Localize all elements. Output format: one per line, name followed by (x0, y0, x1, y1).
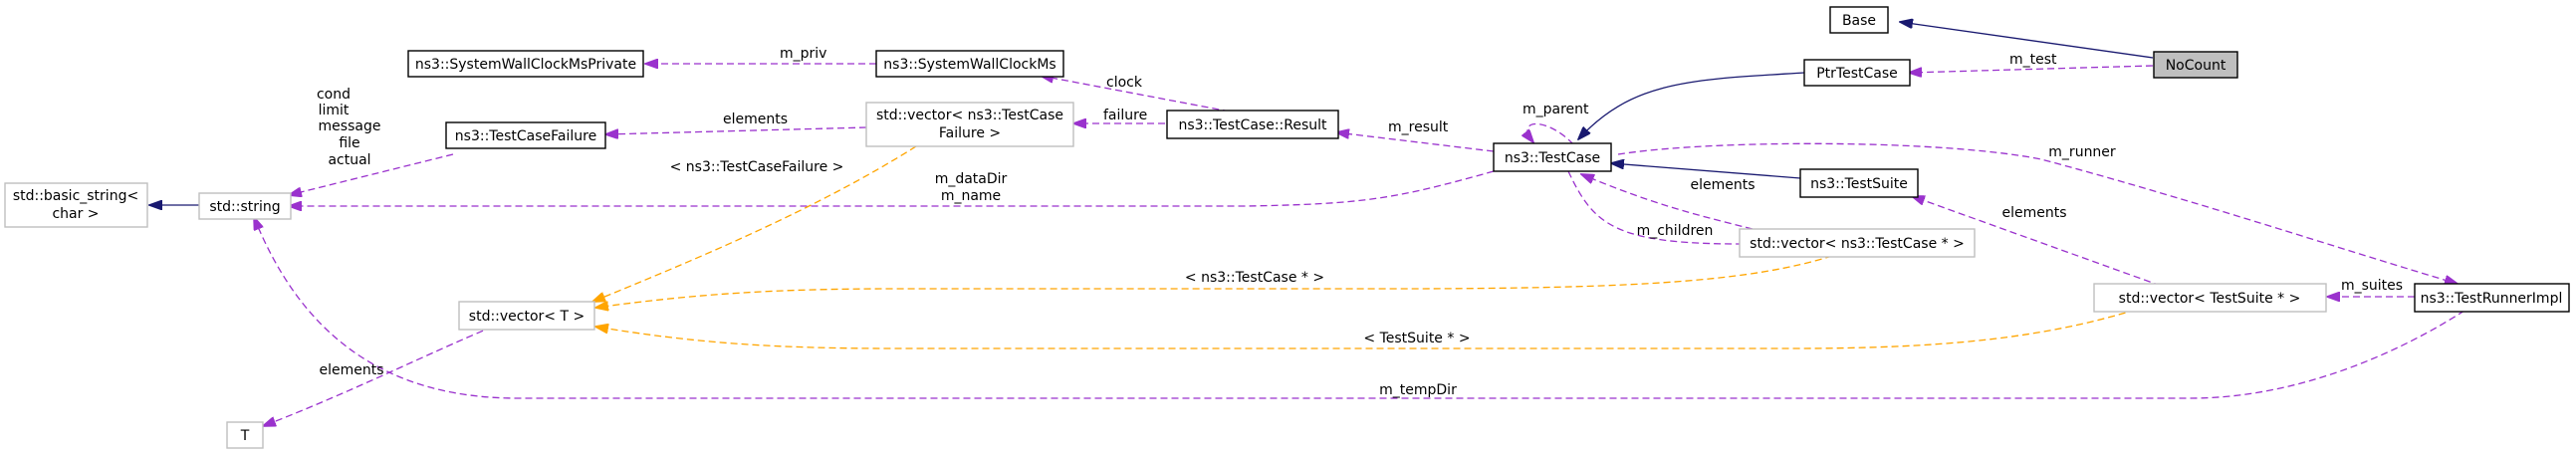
edge-string-members (289, 153, 454, 195)
edge-ptrtestcase-testcase (1578, 72, 1805, 139)
label-failure: failure (1103, 108, 1147, 123)
node-label-line2: char > (52, 206, 99, 222)
edge-nocount-base (1900, 22, 2154, 59)
node-testsuite[interactable]: ns3::TestSuite (1799, 168, 1919, 198)
node-stdstring[interactable]: std::string (198, 192, 292, 220)
label-string-member-cond: cond (317, 87, 351, 103)
node-testrunnerimpl[interactable]: ns3::TestRunnerImpl (2414, 283, 2570, 313)
label-string-member-actual: actual (328, 152, 370, 168)
label-m_result: m_result (1388, 119, 1449, 135)
label-m_test: m_test (2009, 52, 2057, 68)
node-t[interactable]: T (226, 421, 264, 449)
label-string-member-file: file (339, 135, 359, 151)
edge-datadir-name (289, 170, 1495, 206)
label-string-member-message: message (319, 118, 381, 134)
node-label: T (240, 428, 250, 444)
node-label: PtrTestCase (1816, 66, 1898, 82)
label-elements-suites: elements (2001, 205, 2066, 221)
edge-testsuite-testcase (1611, 163, 1801, 179)
label-clock: clock (1106, 75, 1143, 91)
node-systemwallclockmsprivate[interactable]: ns3::SystemWallClockMsPrivate (407, 50, 644, 78)
label-m_priv: m_priv (780, 46, 826, 62)
node-nocount[interactable]: NoCount (2153, 51, 2238, 79)
node-label: ns3::SystemWallClockMs (883, 57, 1055, 73)
node-label: std::string (209, 199, 280, 215)
edge-elements-suites (1912, 196, 2162, 287)
node-label: ns3::TestCaseFailure (455, 128, 596, 144)
node-label: ns3::SystemWallClockMsPrivate (415, 57, 636, 73)
label-elements-t: elements (319, 362, 383, 378)
label-tpl-testsuiteptr: < TestSuite * > (1363, 331, 1470, 346)
node-label-line2: Failure > (939, 125, 1001, 141)
edge-m_parent (1527, 122, 1574, 145)
node-label: Base (1842, 13, 1876, 29)
node-label: NoCount (2166, 58, 2226, 74)
label-elements-children: elements (1690, 177, 1755, 193)
edge-tpl-testsuiteptr (595, 309, 2137, 349)
node-systemwallclockms[interactable]: ns3::SystemWallClockMs (875, 50, 1064, 78)
label-m_name: m_name (941, 188, 1001, 204)
edge-tpl-testcaseptr (595, 255, 1833, 308)
node-ptrtestcase[interactable]: PtrTestCase (1803, 59, 1911, 87)
label-m_tempdir: m_tempDir (1379, 382, 1457, 398)
label-m_children: m_children (1637, 223, 1714, 239)
edge-m_children (1567, 170, 1741, 245)
node-label: std::vector< T > (469, 309, 585, 325)
node-testcasefailure[interactable]: ns3::TestCaseFailure (445, 121, 606, 149)
edge-children-elements (1581, 174, 1754, 230)
node-vector-testcasefailure[interactable]: std::vector< ns3::TestCase Failure > (865, 102, 1074, 147)
label-m_datadir: m_dataDir (935, 171, 1008, 187)
edge-m_result (1336, 132, 1495, 152)
node-label: ns3::TestCase (1505, 150, 1600, 166)
node-testcase[interactable]: ns3::TestCase (1493, 142, 1612, 172)
node-label: std::vector< TestSuite * > (2119, 291, 2301, 307)
node-vector-testsuiteptr[interactable]: std::vector< TestSuite * > (2093, 283, 2327, 313)
node-label: ns3::TestRunnerImpl (2421, 291, 2563, 307)
label-m_runner: m_runner (2048, 144, 2116, 160)
label-m_parent: m_parent (1522, 102, 1589, 117)
node-basicstring[interactable]: std::basic_string< char > (4, 182, 148, 228)
edge-m_test (1909, 65, 2154, 73)
label-string-member-limit: limit (319, 103, 350, 118)
edge-elements-failure (605, 126, 867, 134)
node-label-line1: std::basic_string< (13, 188, 138, 204)
node-testcase-result[interactable]: ns3::TestCase::Result (1166, 110, 1339, 139)
node-label-line1: std::vector< ns3::TestCase (876, 108, 1063, 123)
edge-m_tempdir (254, 217, 2465, 399)
node-label: ns3::TestSuite (1810, 176, 1908, 192)
node-label: std::vector< ns3::TestCase * > (1750, 236, 1965, 252)
node-base[interactable]: Base (1829, 6, 1889, 34)
node-vector-t[interactable]: std::vector< T > (458, 301, 595, 331)
label-tpl-testcaseptr: < ns3::TestCase * > (1185, 270, 1324, 286)
edge-tpl-testcasefailure (592, 145, 917, 302)
edge-m_runner (1617, 142, 2458, 284)
edge-elements-t (263, 326, 494, 426)
node-label: ns3::TestCase::Result (1178, 117, 1327, 133)
label-elements-failure: elements (723, 112, 788, 127)
label-tpl-testcasefailure: < ns3::TestCaseFailure > (670, 159, 844, 175)
node-vector-testcaseptr[interactable]: std::vector< ns3::TestCase * > (1739, 228, 1976, 258)
label-m_suites: m_suites (2341, 278, 2403, 294)
